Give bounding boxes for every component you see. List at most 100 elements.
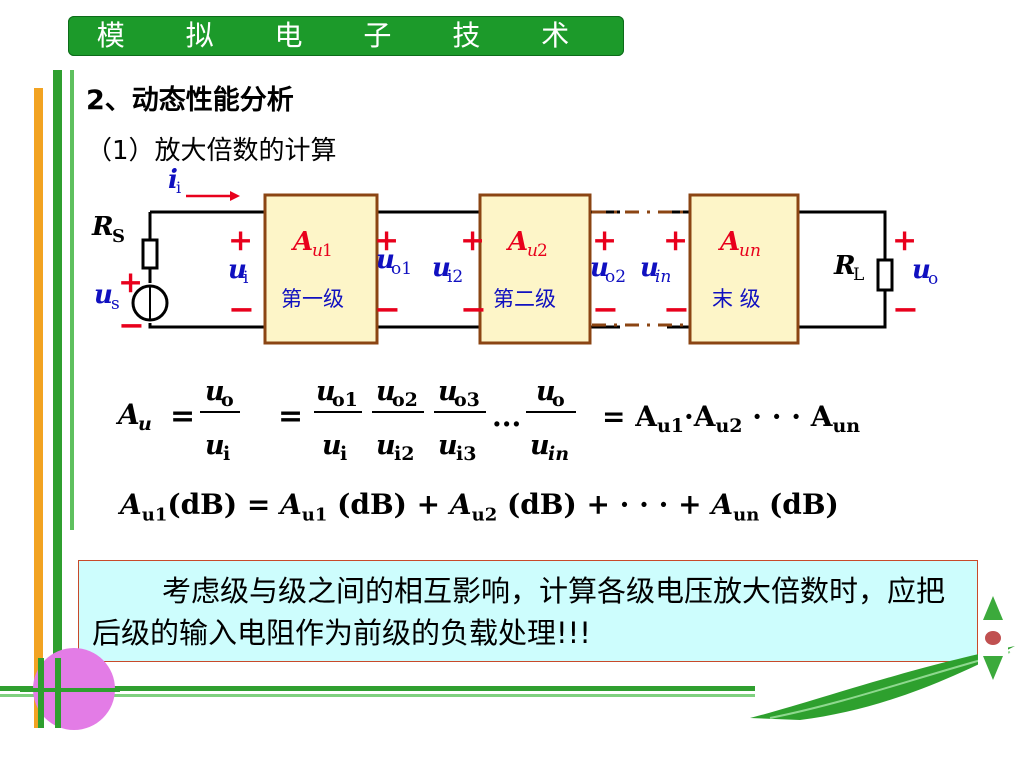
frac5-num-sub: o <box>552 389 565 411</box>
stagen-name: 末 级 <box>712 287 761 311</box>
formula-ellipsis: ... <box>492 400 521 433</box>
stage2-gain: A <box>505 227 528 257</box>
uo2-sub: o2 <box>605 267 626 287</box>
uin-label: u <box>640 253 659 283</box>
stage1-name: 第一级 <box>281 287 344 311</box>
frac4-num: u <box>438 376 458 407</box>
stagen-gain-sub: un <box>739 241 761 261</box>
ui-label: u <box>228 255 247 285</box>
db-s3: u2 <box>471 504 498 526</box>
frac4-den: u <box>438 430 458 461</box>
db-b: A <box>280 488 302 521</box>
stage1-gain-num: 1 <box>322 241 333 261</box>
product-a1: = Au1·Au2 · · · Aun <box>602 400 860 437</box>
circle-bar-2 <box>55 658 61 728</box>
db-t2: (dB) + <box>327 488 450 521</box>
frac2-num: u <box>316 376 336 407</box>
ui-plus: + <box>228 223 253 258</box>
ui-minus: − <box>228 290 255 328</box>
nav-up-icon[interactable] <box>983 596 1003 620</box>
stagen-box <box>688 193 800 345</box>
frac5-den-sub: in <box>548 443 569 465</box>
uo2-minus: − <box>592 290 619 328</box>
circuit-diagram: i i R S u s + − + u i − A u 1 第一级 + u o1… <box>91 165 938 345</box>
frac2-num-sub: o1 <box>332 389 358 411</box>
leaf-decoration <box>750 646 1015 720</box>
bottom-lime-line <box>0 694 755 697</box>
frac5-den: u <box>530 430 550 461</box>
db-s4: un <box>733 504 760 526</box>
formula-au-sub: u <box>138 413 152 435</box>
nav-home-icon[interactable] <box>985 631 1001 645</box>
section-heading: 2、动态性能分析 <box>86 85 294 116</box>
left-green-bar <box>53 70 62 720</box>
us-minus: − <box>118 306 145 344</box>
frac4-den-sub: i3 <box>456 443 476 465</box>
left-lime-bar <box>70 70 74 530</box>
db-c: A <box>449 488 472 521</box>
current-label: i <box>168 165 178 195</box>
rl-label: R <box>833 251 856 281</box>
stage1-box <box>263 193 379 345</box>
db-formula: Au1(dB) = Au1 (dB) + Au2 (dB) + · · · + … <box>120 488 839 526</box>
uo2-plus: + <box>592 223 617 258</box>
note-box <box>78 560 978 662</box>
circle-bar-1 <box>38 658 44 728</box>
uo1-minus: − <box>374 290 401 328</box>
frac5-num: u <box>536 376 556 407</box>
db-t3: (dB) + · · · + <box>497 488 712 521</box>
title-bar <box>68 16 624 56</box>
slide-nav[interactable] <box>978 590 1008 686</box>
bottom-green-line <box>0 686 755 691</box>
formula-au: A <box>115 398 140 431</box>
db-t4: (dB) <box>759 488 839 521</box>
frac2-den: u <box>322 430 342 461</box>
circle-hline <box>20 688 120 692</box>
uin-sub: in <box>655 267 671 287</box>
rs-label: R <box>91 212 114 242</box>
uo1-plus: + <box>374 223 399 258</box>
ui2-sub: i2 <box>447 267 463 287</box>
stage2-name: 第二级 <box>493 287 556 311</box>
frac3-den-sub: i2 <box>394 443 414 465</box>
db-s1: u1 <box>141 504 168 526</box>
uo-minus: − <box>892 290 919 328</box>
uo1-sub: o1 <box>391 259 412 279</box>
nav-down-icon[interactable] <box>983 656 1003 680</box>
left-orange-bar <box>34 88 43 728</box>
ui-sub: i <box>243 268 249 288</box>
uo-label: u <box>912 255 931 285</box>
formula-eq2: = <box>278 399 303 434</box>
load-resistor <box>876 258 894 292</box>
db-d: A <box>711 488 734 521</box>
us-plus: + <box>118 265 143 300</box>
uo-plus: + <box>892 223 917 258</box>
rl-sub: L <box>853 265 864 285</box>
frac3-den: u <box>376 430 396 461</box>
stage1-gain: A <box>290 227 313 257</box>
db-t1: (dB) = <box>167 488 281 521</box>
gain-formula: A u = u o u i = u o1 u i u o2 u i2 u o3 … <box>115 376 860 465</box>
slide-title: 模 拟 电 子 技 术 <box>96 19 596 52</box>
section-subheading: （1）放大倍数的计算 <box>86 136 337 166</box>
frac1-den-sub: i <box>223 443 230 465</box>
ui2-minus: − <box>460 290 487 328</box>
ui2-plus: + <box>460 223 485 258</box>
stage2-box <box>478 193 592 345</box>
us-label: u <box>94 280 113 310</box>
frac4-num-sub: o3 <box>454 389 480 411</box>
frac3-num: u <box>376 376 396 407</box>
frac3-num-sub: o2 <box>392 389 418 411</box>
stagen-gain: A <box>717 227 740 257</box>
uo-sub: o <box>928 269 938 289</box>
ui2-label: u <box>432 253 451 283</box>
us-sub: s <box>111 294 120 314</box>
uo1-label: u <box>376 245 395 275</box>
uin-plus: + <box>663 223 688 258</box>
stage2-gain-num: 2 <box>537 241 548 261</box>
uo2-label: u <box>590 253 609 283</box>
uin-minus: − <box>663 290 690 328</box>
frac1-num: u <box>205 376 225 407</box>
formula-eq1: = <box>170 399 195 434</box>
stage1-gain-sub: u <box>312 241 323 261</box>
